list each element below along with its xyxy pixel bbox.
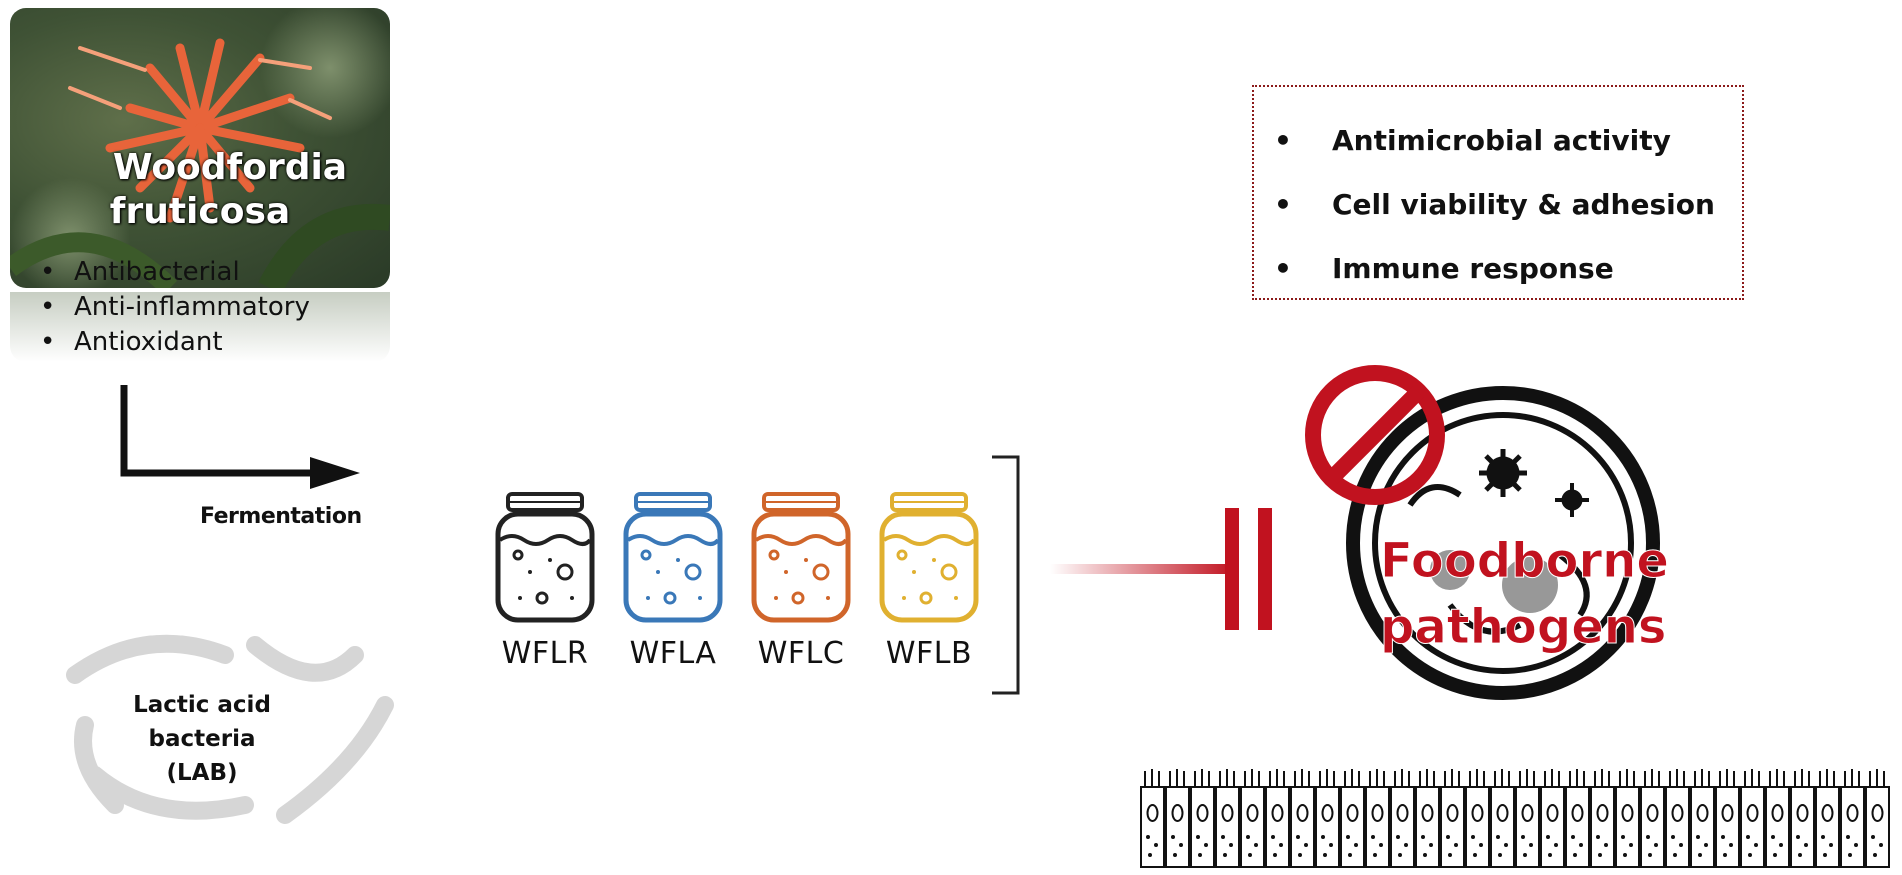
epithelial-cell bbox=[1840, 769, 1865, 868]
jar-wflb: WFLB bbox=[874, 490, 984, 671]
jar-icon bbox=[623, 492, 723, 623]
inhibition-line bbox=[1050, 508, 1272, 630]
plant-properties-list: Antibacterial Anti-inflammatory Antioxid… bbox=[36, 255, 310, 360]
effects-list: Antimicrobial activity Cell viability & … bbox=[1254, 109, 1742, 301]
jar-wflr: WFLR bbox=[490, 490, 600, 671]
pathogens-label: Foodborne pathogens bbox=[1380, 528, 1670, 660]
jar-label: WFLC bbox=[757, 636, 845, 671]
effect-item: Immune response bbox=[1254, 237, 1742, 301]
effect-item: Cell viability & adhesion bbox=[1254, 173, 1742, 237]
epithelial-cell bbox=[1765, 769, 1790, 868]
epithelial-cell bbox=[1665, 769, 1690, 868]
epithelial-cell bbox=[1190, 769, 1215, 868]
plant-property: Antioxidant bbox=[36, 325, 310, 360]
epithelial-cell bbox=[1440, 769, 1465, 868]
epithelial-cell bbox=[1340, 769, 1365, 868]
epithelial-cell bbox=[1690, 769, 1715, 868]
epithelial-cell bbox=[1815, 769, 1840, 868]
bacteria-label-line1: Lactic acid bacteria bbox=[133, 692, 271, 752]
epithelial-cell bbox=[1365, 769, 1390, 868]
epithelial-cell bbox=[1265, 769, 1290, 868]
bacteria-label-line2: (LAB) bbox=[166, 760, 238, 786]
jar-label: WFLA bbox=[629, 636, 717, 671]
epithelial-cell bbox=[1715, 769, 1740, 868]
jar-label: WFLB bbox=[885, 636, 973, 671]
epithelial-cell bbox=[1140, 769, 1165, 868]
epithelial-cell bbox=[1565, 769, 1590, 868]
epithelial-cell bbox=[1640, 769, 1665, 868]
intestinal-cell-layer bbox=[1140, 769, 1890, 868]
pathogen-dish bbox=[1305, 365, 1660, 700]
jar-icon bbox=[751, 492, 851, 623]
epithelial-cell bbox=[1315, 769, 1340, 868]
fermentation-label: Fermentation bbox=[200, 504, 362, 529]
prohibition-icon bbox=[1305, 365, 1445, 505]
pathogens-label-line1: Foodborne bbox=[1380, 533, 1670, 590]
epithelial-cell bbox=[1865, 769, 1890, 868]
epithelial-cell bbox=[1290, 769, 1315, 868]
plant-name-line1: Woodfordia bbox=[112, 147, 348, 188]
jar-wfla: WFLA bbox=[618, 490, 728, 671]
products-bracket bbox=[992, 455, 1020, 695]
bacteria-illustration bbox=[66, 634, 394, 824]
epithelial-cell bbox=[1390, 769, 1415, 868]
plant-photo: Woodfordia fruticosa bbox=[10, 8, 390, 288]
jar-icon bbox=[495, 492, 595, 623]
epithelial-cell bbox=[1415, 769, 1440, 868]
epithelial-cell bbox=[1490, 769, 1515, 868]
plant-name-line2: fruticosa bbox=[109, 191, 291, 232]
epithelial-cell bbox=[1790, 769, 1815, 868]
epithelial-cell bbox=[1590, 769, 1615, 868]
epithelial-cell bbox=[1515, 769, 1540, 868]
effect-item: Antimicrobial activity bbox=[1254, 109, 1742, 173]
jar-icon bbox=[879, 492, 979, 623]
microbe-icon bbox=[1479, 449, 1589, 517]
epithelial-cell bbox=[1615, 769, 1640, 868]
epithelial-cell bbox=[1240, 769, 1265, 868]
jar-wflc: WFLC bbox=[746, 490, 856, 671]
plant-property: Antibacterial bbox=[36, 255, 310, 290]
fermentation-arrow bbox=[120, 385, 360, 489]
epithelial-cell bbox=[1215, 769, 1240, 868]
epithelial-cell bbox=[1740, 769, 1765, 868]
epithelial-cell bbox=[1465, 769, 1490, 868]
pathogens-label-line2: pathogens bbox=[1380, 599, 1668, 656]
effects-box: Antimicrobial activity Cell viability & … bbox=[1252, 85, 1744, 301]
epithelial-cell bbox=[1165, 769, 1190, 868]
plant-property: Anti-inflammatory bbox=[36, 290, 310, 325]
bacteria-label: Lactic acid bacteria (LAB) bbox=[92, 688, 312, 790]
jar-label: WFLR bbox=[501, 636, 589, 671]
epithelial-cell bbox=[1540, 769, 1565, 868]
